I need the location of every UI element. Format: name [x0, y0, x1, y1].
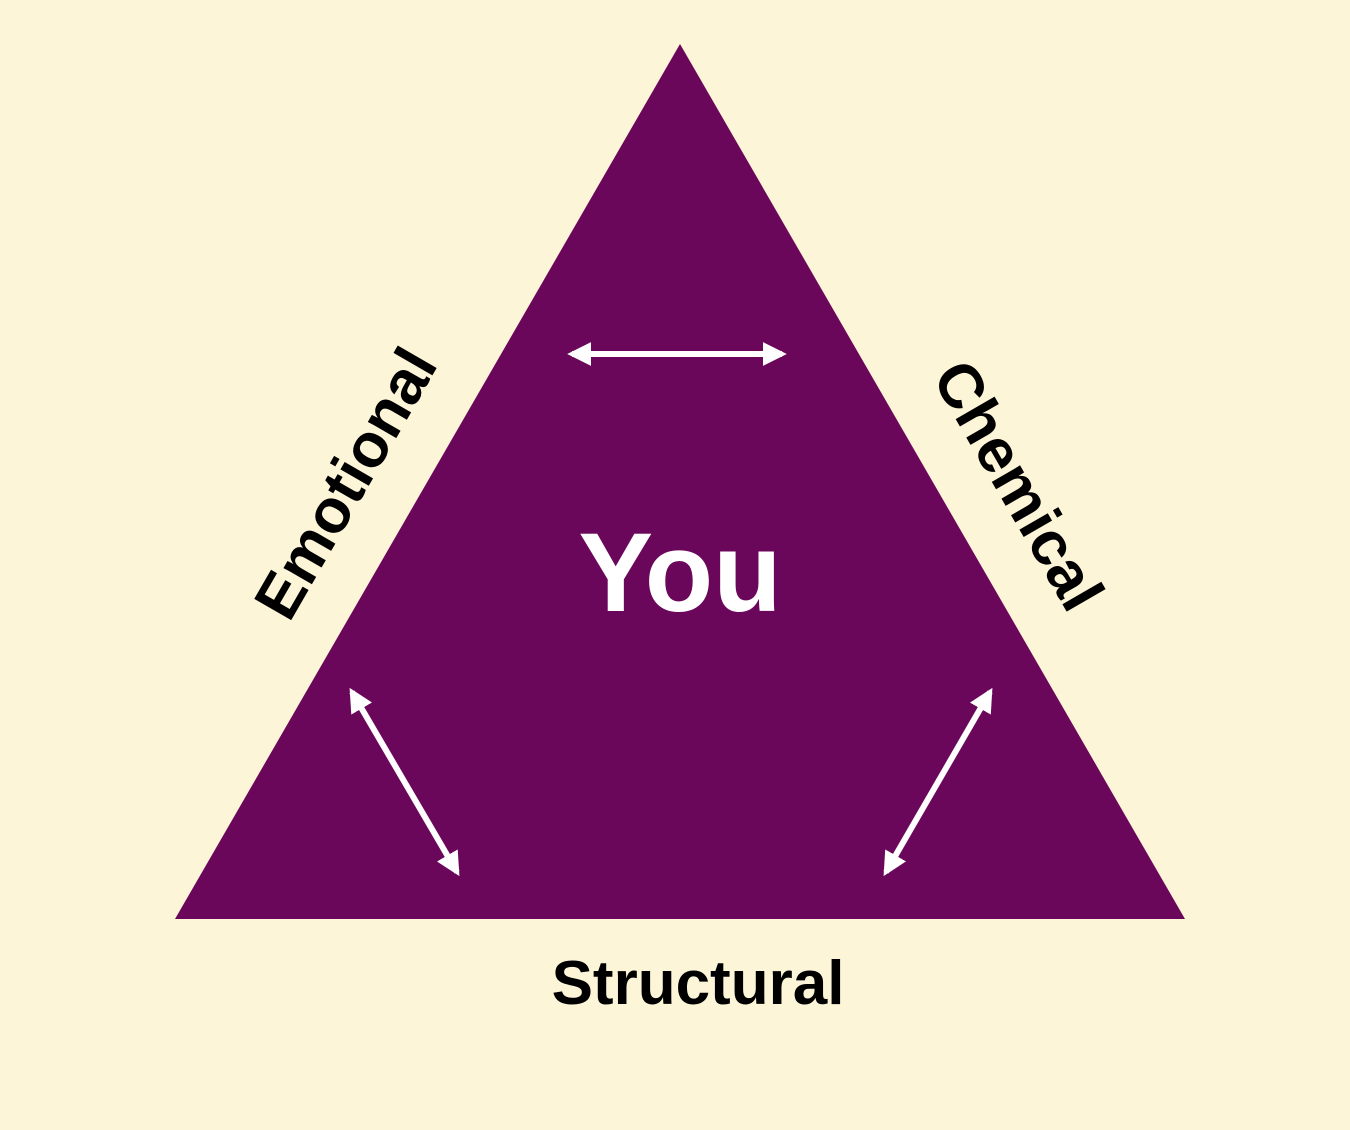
arrow-right-bidirectional: [883, 687, 993, 877]
center-label: You: [578, 510, 781, 635]
arrow-left-bidirectional: [349, 687, 460, 877]
side-label-structural: Structural: [552, 949, 845, 1018]
